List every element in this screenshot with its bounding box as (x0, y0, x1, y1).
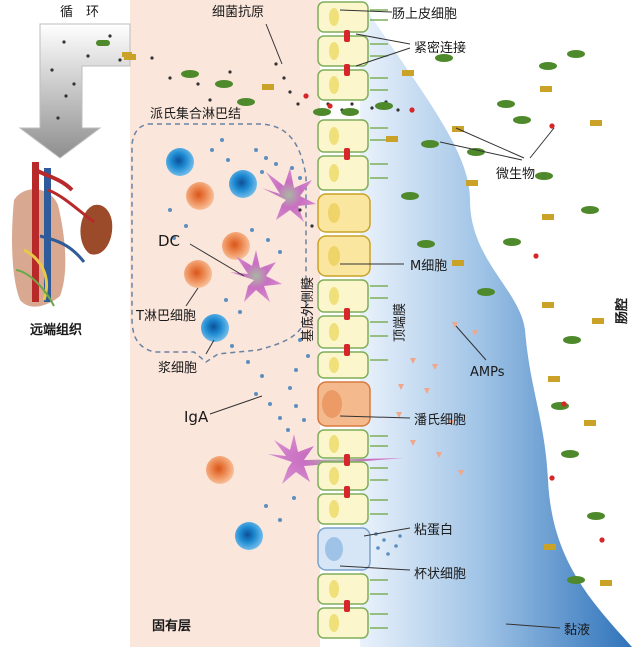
mucus-layer (360, 0, 632, 647)
peyers-patch-boundary (131, 123, 307, 363)
b-cell (235, 522, 263, 550)
goblet-cell-label: 杯状细胞 (414, 567, 466, 582)
amp-droplets (396, 322, 478, 476)
lamina-propria-label: 固有层 (152, 618, 191, 634)
iga-label: IgA (184, 408, 209, 426)
b-cell (229, 170, 257, 198)
circulation-arrow (18, 23, 132, 159)
t-cell (206, 456, 234, 484)
apical-membrane-label: 顶端膜 (393, 303, 408, 342)
distal-organs-icon (12, 162, 113, 307)
microbes-green (181, 50, 605, 584)
enterocyte-label: 肠上皮细胞 (392, 7, 457, 22)
mucin-label: 粘蛋白 (414, 522, 453, 538)
tight-junctions (344, 30, 350, 612)
basolateral-membrane-label: 基底外侧膜 (300, 277, 316, 342)
circulation-label: 循 环 (60, 5, 99, 20)
microbes-red (303, 93, 605, 543)
paneth-cell-label: 潘氏细胞 (414, 413, 466, 428)
dendritic-cell (262, 168, 316, 222)
m-cell-label: M细胞 (410, 259, 447, 274)
dendritic-cell (268, 434, 404, 484)
leader-lines (185, 9, 561, 629)
lumen-label: 肠腔 (614, 298, 630, 324)
b-cell (166, 148, 194, 176)
t-cell (186, 182, 214, 210)
peyers-patch-label: 派氏集合淋巴结 (150, 106, 241, 122)
t-cell (222, 232, 250, 260)
t-cell-label: T淋巴细胞 (135, 309, 196, 324)
microbe-label: 微生物 (496, 167, 535, 182)
plasma-cell-label: 浆细胞 (158, 361, 197, 376)
tight-junction-label: 紧密连接 (414, 40, 466, 56)
dc-label: DC (158, 232, 180, 250)
amps-label: AMPs (470, 365, 505, 380)
b-cell (201, 314, 229, 342)
microvilli (370, 9, 388, 629)
epithelium-column (317, 1, 371, 639)
bacterial-antigen-label: 细菌抗原 (212, 5, 264, 20)
distal-tissue-label: 远端组织 (30, 322, 82, 338)
dendritic-cell (230, 250, 282, 302)
t-cell (184, 260, 212, 288)
mucus-label: 黏液 (564, 622, 590, 638)
